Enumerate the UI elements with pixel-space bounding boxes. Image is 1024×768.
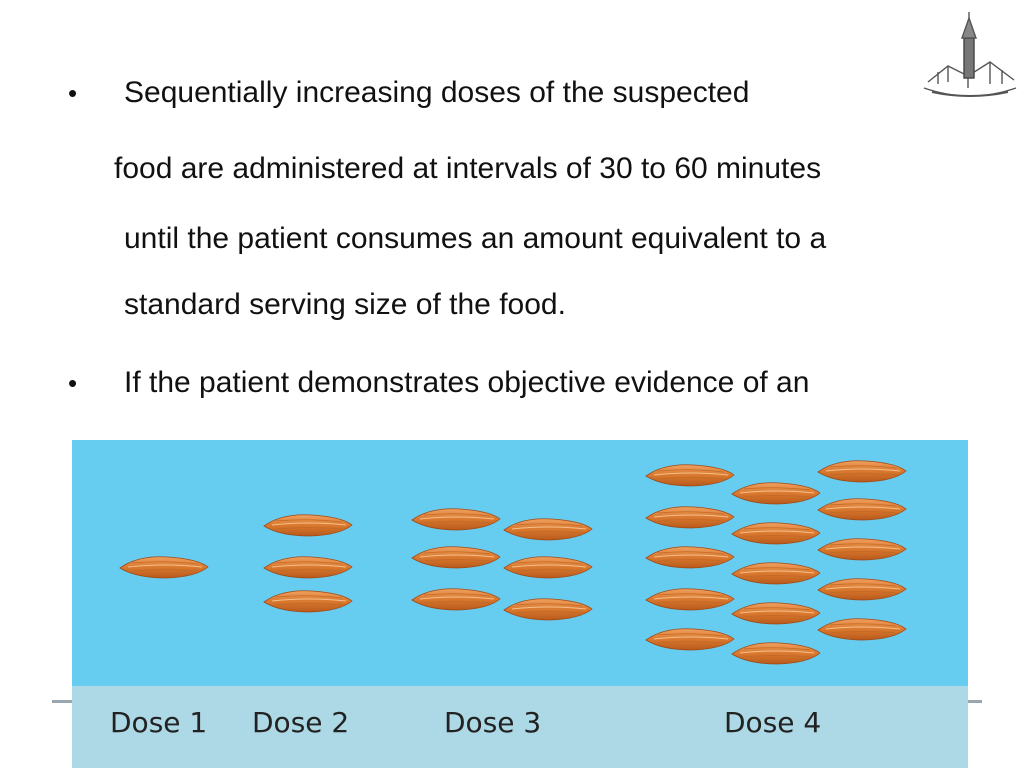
almond-icon — [410, 586, 502, 612]
dose-3-label: Dose 3 — [444, 706, 542, 739]
almond-icon — [502, 516, 594, 542]
dose-1-label: Dose 1 — [110, 706, 208, 739]
almond-icon — [644, 626, 736, 652]
almond-icon — [262, 554, 354, 580]
almond-icon — [644, 586, 736, 612]
almond-icon — [730, 560, 822, 586]
almond-icon — [644, 544, 736, 570]
dose-4-label: Dose 4 — [724, 706, 822, 739]
almond-icon — [502, 554, 594, 580]
almond-icon — [410, 506, 502, 532]
almond-icon — [262, 588, 354, 614]
almond-icon — [816, 536, 908, 562]
almond-icon — [262, 512, 354, 538]
almond-icon — [730, 480, 822, 506]
bullet-1-line-2: food are administered at intervals of 30… — [114, 152, 822, 185]
bullet-2-line-1: If the patient demonstrates objective ev… — [124, 366, 810, 399]
almond-icon — [816, 496, 908, 522]
almond-icon — [644, 504, 736, 530]
almond-icon — [410, 544, 502, 570]
almond-icon — [816, 616, 908, 642]
almond-icon — [502, 596, 594, 622]
almond-icon — [644, 462, 736, 488]
bullet-1-line-1: Sequentially increasing doses of the sus… — [124, 76, 750, 109]
almond-icon — [118, 554, 210, 580]
almond-icon — [816, 576, 908, 602]
dose-figure: Dose 1 Dose 2 Dose 3 Dose 4 — [72, 440, 968, 768]
dose-2-label: Dose 2 — [252, 706, 350, 739]
bullet-marker: • — [68, 78, 78, 108]
almond-icon — [730, 640, 822, 666]
university-emblem-icon — [923, 12, 1017, 97]
bullet-1-line-4: standard serving size of the food. — [124, 288, 566, 321]
bullet-marker: • — [68, 368, 78, 398]
almond-icon — [730, 600, 822, 626]
almond-icon — [730, 520, 822, 546]
almond-icon — [816, 458, 908, 484]
bullet-1-line-3: until the patient consumes an amount equ… — [124, 222, 827, 255]
dose-label-band — [72, 686, 968, 768]
